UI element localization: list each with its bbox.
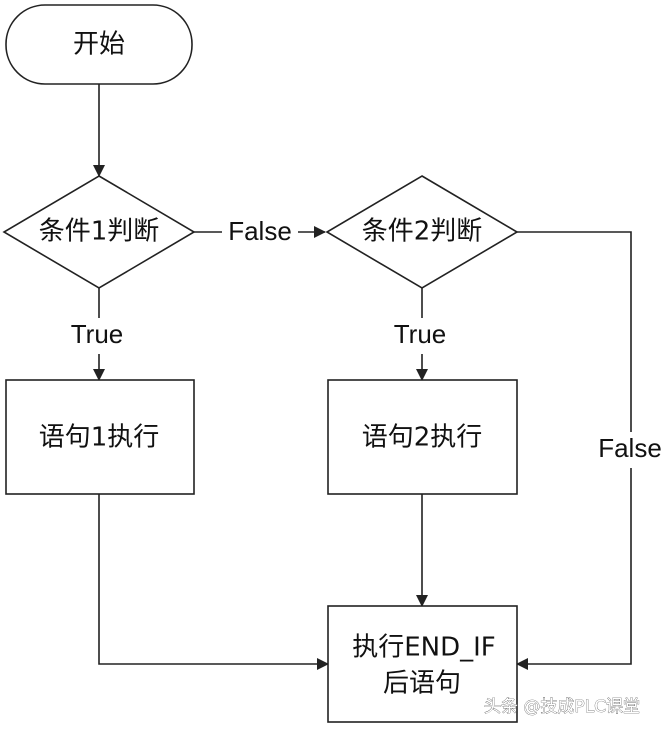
end-label-line2: 后语句 [383, 669, 461, 699]
edge-statement1-to-end [98, 494, 329, 670]
watermark-text: 头条 @技成PLC课堂 [484, 697, 640, 717]
statement2-node: 语句2执行 [327, 379, 518, 495]
statement2-label: 语句2执行 [362, 423, 483, 453]
edge-label-condition2-true: True [394, 319, 447, 349]
edge-condition2-false-segment-b [516, 468, 632, 670]
end-label-line1: 执行END_IF [352, 633, 496, 663]
condition2-node: 条件2判断 [325, 175, 519, 289]
condition1-label: 条件1判断 [39, 217, 160, 247]
start-node: 开始 [5, 4, 193, 85]
condition2-label: 条件2判断 [362, 217, 483, 247]
edge-label-condition2-false: False [598, 433, 662, 463]
edge-label-condition1-true: True [71, 319, 124, 349]
start-label: 开始 [73, 30, 125, 60]
statement1-label: 语句1执行 [39, 423, 160, 453]
statement1-node: 语句1执行 [5, 379, 195, 495]
condition1-node: 条件1判断 [2, 175, 196, 289]
edge-label-condition1-false: False [228, 216, 292, 246]
end-node: 执行END_IF 后语句 [327, 605, 518, 723]
edge-condition2-false-segment-a [517, 231, 632, 432]
